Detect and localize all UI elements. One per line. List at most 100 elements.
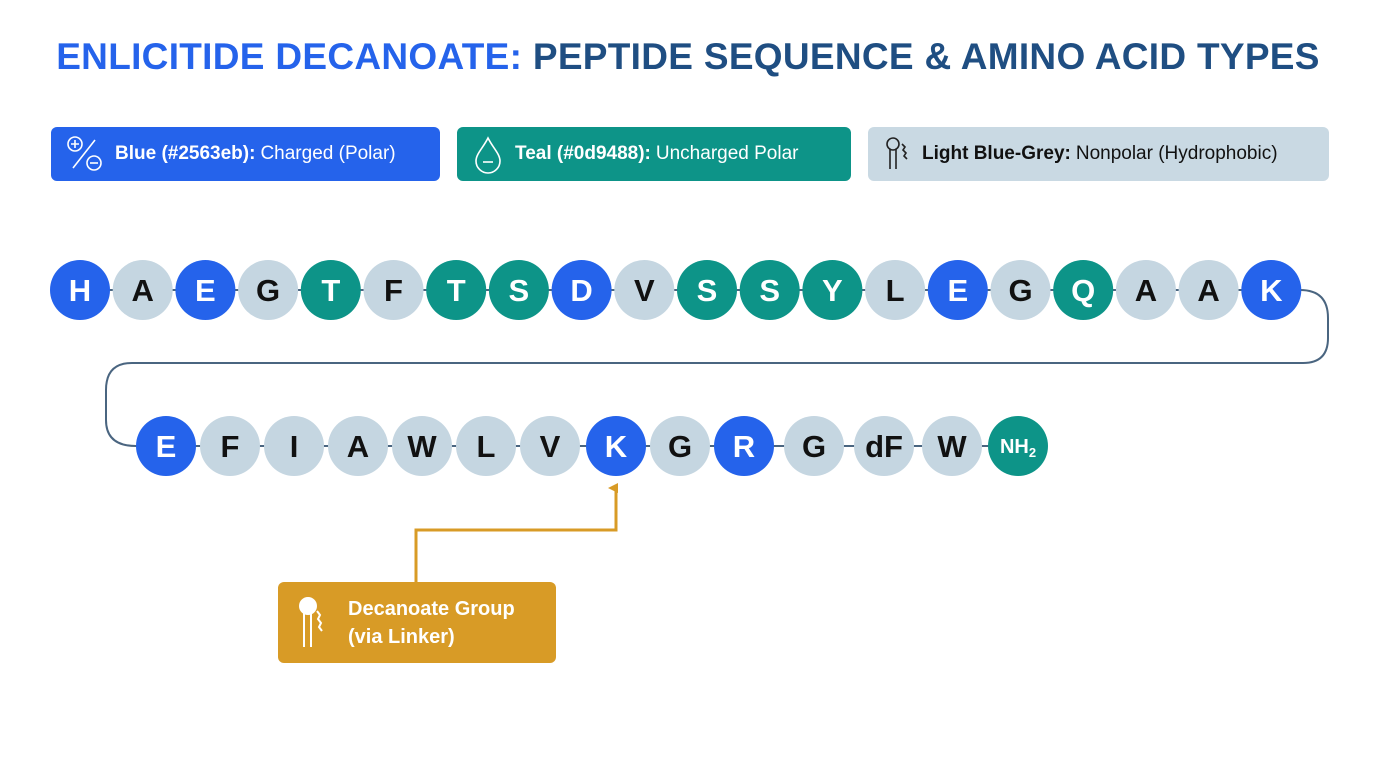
- residue-label: F: [221, 429, 240, 464]
- residue-label: G: [1008, 273, 1032, 308]
- residue-g-r2-11: G: [784, 416, 844, 476]
- residue-circle: [264, 416, 324, 476]
- residue-label: H: [69, 273, 91, 308]
- residue-label: E: [156, 429, 177, 464]
- residue-label: A: [1197, 273, 1219, 308]
- residue-e-r1-3: E: [175, 260, 236, 320]
- residue-circle: [392, 416, 452, 476]
- residue-nh2-r2-14: NH2: [988, 416, 1048, 476]
- residue-label: NH2: [1000, 436, 1036, 460]
- residue-label: R: [733, 429, 755, 464]
- residue-e-r2-1: E: [136, 416, 196, 476]
- residue-circle: [1115, 260, 1176, 320]
- residue-s-r1-12: S: [739, 260, 800, 320]
- residue-circle: [456, 416, 516, 476]
- residue-label: W: [937, 429, 967, 464]
- residue-label: E: [947, 273, 968, 308]
- residue-circle: [238, 260, 299, 320]
- residue-label: K: [1260, 273, 1283, 308]
- residue-circle: [1241, 260, 1302, 320]
- residue-label: V: [634, 273, 655, 308]
- residue-circle: [136, 416, 196, 476]
- residue-f-r2-2: F: [200, 416, 260, 476]
- page-title: ENLICITIDE DECANOATE: PEPTIDE SEQUENCE &…: [56, 36, 1320, 77]
- residue-circle: [802, 260, 863, 320]
- residue-g-r1-4: G: [238, 260, 299, 320]
- residue-e-r1-15: E: [927, 260, 988, 320]
- residue-circle: [175, 260, 236, 320]
- residue-g-r2-9: G: [650, 416, 710, 476]
- residue-circle: [1053, 260, 1114, 320]
- residue-circle: [488, 260, 549, 320]
- residue-circle: [551, 260, 612, 320]
- residue-label: G: [802, 429, 826, 464]
- residue-label: A: [347, 429, 369, 464]
- residue-circle: [650, 416, 710, 476]
- residue-circle: [854, 416, 914, 476]
- residue-label: Q: [1071, 273, 1095, 308]
- residue-label: A: [1135, 273, 1157, 308]
- residue-circle: [1178, 260, 1239, 320]
- residue-t-r1-7: T: [426, 260, 487, 320]
- residue-label: E: [195, 273, 216, 308]
- legend-polar: Teal (#0d9488):Uncharged Polar: [457, 127, 851, 181]
- residue-circle: [714, 416, 774, 476]
- residue-label: I: [290, 429, 299, 464]
- residue-circle: [586, 416, 646, 476]
- residue-circle: [520, 416, 580, 476]
- residue-label: dF: [865, 429, 903, 464]
- residue-f-r1-6: F: [363, 260, 424, 320]
- residue-circle: [739, 260, 800, 320]
- residue-circle: [200, 416, 260, 476]
- residue-circle: [328, 416, 388, 476]
- residue-label: S: [759, 273, 780, 308]
- residue-label: Y: [822, 273, 843, 308]
- residue-label: T: [447, 273, 466, 308]
- residue-circle: [614, 260, 675, 320]
- residue-label: W: [407, 429, 437, 464]
- residue-l-r1-14: L: [865, 260, 926, 320]
- residue-circle: [927, 260, 988, 320]
- plus-minus-icon: [67, 136, 102, 171]
- residue-d-r1-9: D: [551, 260, 612, 320]
- residue-circle: [300, 260, 361, 320]
- residue-label: G: [256, 273, 280, 308]
- residue-label: V: [540, 429, 561, 464]
- residue-label: L: [477, 429, 496, 464]
- residue-label: D: [570, 273, 592, 308]
- linker-arrow: [414, 483, 618, 582]
- residue-y-r1-13: Y: [802, 260, 863, 320]
- residue-df-r2-12: dF: [854, 416, 914, 476]
- residue-a-r2-4: A: [328, 416, 388, 476]
- residue-a-r1-18: A: [1115, 260, 1176, 320]
- residue-label: S: [509, 273, 530, 308]
- residue-label: F: [384, 273, 403, 308]
- residue-circle: [988, 416, 1048, 476]
- residue-circle: [865, 260, 926, 320]
- residue-w-r2-13: W: [922, 416, 982, 476]
- residue-circle: [112, 260, 173, 320]
- residue-circle: [784, 416, 844, 476]
- residue-v-r1-10: V: [614, 260, 675, 320]
- decanoate-group-label: Decanoate Group(via Linker): [278, 582, 556, 663]
- residue-q-r1-17: Q: [1053, 260, 1114, 320]
- backbone-connector: [105, 289, 1329, 447]
- residue-label: T: [321, 273, 340, 308]
- residue-label: A: [132, 273, 154, 308]
- lipid-tail-icon: [299, 596, 323, 647]
- residue-r-r2-10: R: [714, 416, 774, 476]
- residue-l-r2-6: L: [456, 416, 516, 476]
- residue-label: L: [886, 273, 905, 308]
- legend-charged: Blue (#2563eb):Charged (Polar): [51, 127, 440, 181]
- residue-circle: [426, 260, 487, 320]
- residue-circle: [922, 416, 982, 476]
- residue-h-r1-1: H: [50, 260, 110, 320]
- residue-t-r1-5: T: [300, 260, 361, 320]
- residue-s-r1-8: S: [488, 260, 549, 320]
- residue-a-r1-2: A: [112, 260, 173, 320]
- residue-v-r2-7: V: [520, 416, 580, 476]
- residue-i-r2-3: I: [264, 416, 324, 476]
- legend-nonpolar: Light Blue-Grey:Nonpolar (Hydrophobic): [868, 127, 1329, 181]
- residue-w-r2-5: W: [392, 416, 452, 476]
